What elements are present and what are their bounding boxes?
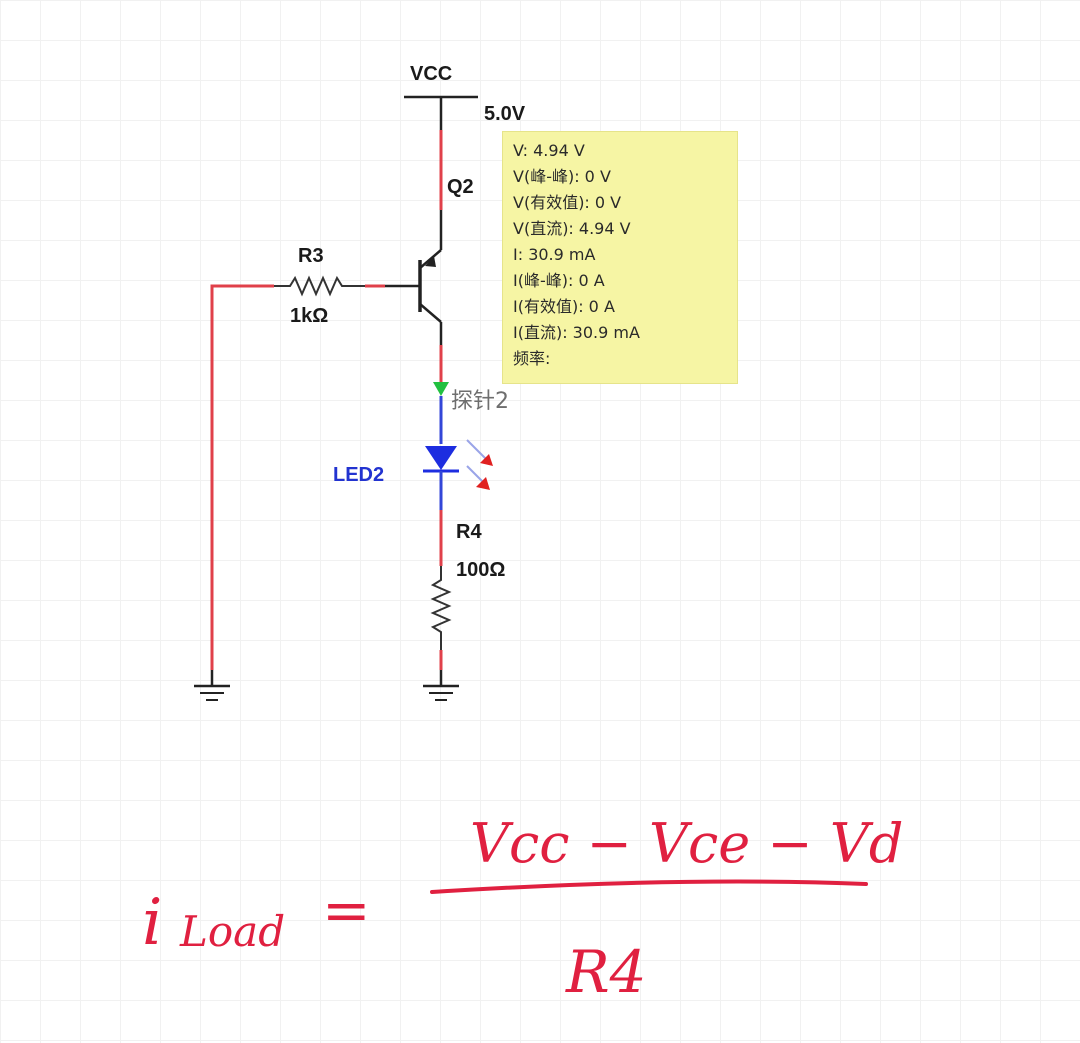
probe-readout-row: V(直流): 4.94 V (513, 219, 631, 238)
probe-readout-row: I(有效值): 0 A (513, 297, 615, 316)
formula-denominator: R4 (565, 938, 647, 1006)
probe-label: 探针2 (451, 389, 509, 414)
probe-readout-row: I(峰-峰): 0 A (513, 271, 605, 290)
probe-readout-row: I: 30.9 mA (513, 245, 596, 264)
ground-left-icon (194, 670, 230, 701)
transistor-q2[interactable] (385, 210, 443, 345)
r4-label: R4 (456, 521, 482, 543)
probe-readout-row: V: 4.94 V (513, 141, 585, 160)
vcc-voltage-label: 5.0V (484, 103, 526, 125)
probe-readout-row: I(直流): 30.9 mA (513, 323, 640, 342)
probe-readout-row: V(峰-峰): 0 V (513, 167, 611, 186)
q2-label: Q2 (447, 176, 474, 198)
formula-lhs: i (142, 886, 162, 960)
resistor-r3[interactable] (274, 275, 365, 297)
probe-readout-row: 频率: (513, 349, 551, 368)
formula-numerator: Vcc − Vce − Vd (470, 812, 903, 875)
probe-tooltip: V: 4.94 V V(峰-峰): 0 V V(有效值): 0 V V(直流):… (502, 131, 738, 384)
led-d2[interactable] (423, 446, 459, 492)
formula-lhs-subscript: Load (179, 907, 285, 956)
resistor-r4[interactable] (430, 566, 452, 650)
led-label: LED2 (333, 464, 384, 486)
r3-label: R3 (298, 245, 324, 267)
wire-left-ground (210, 284, 274, 670)
formula-equals: = (322, 876, 371, 944)
probe-marker-icon[interactable] (433, 382, 449, 396)
probe-readout-row: V(有效值): 0 V (513, 193, 622, 212)
r3-value: 1kΩ (290, 305, 328, 327)
r4-value: 100Ω (456, 559, 505, 581)
vcc-label: VCC (410, 63, 452, 85)
led-emission-arrows-icon (466, 439, 493, 490)
vcc-source[interactable] (404, 95, 478, 130)
handwritten-formula: i Load = Vcc − Vce − Vd R4 (142, 812, 903, 1006)
formula-fraction-bar (430, 879, 868, 894)
ground-right-icon (423, 670, 459, 701)
